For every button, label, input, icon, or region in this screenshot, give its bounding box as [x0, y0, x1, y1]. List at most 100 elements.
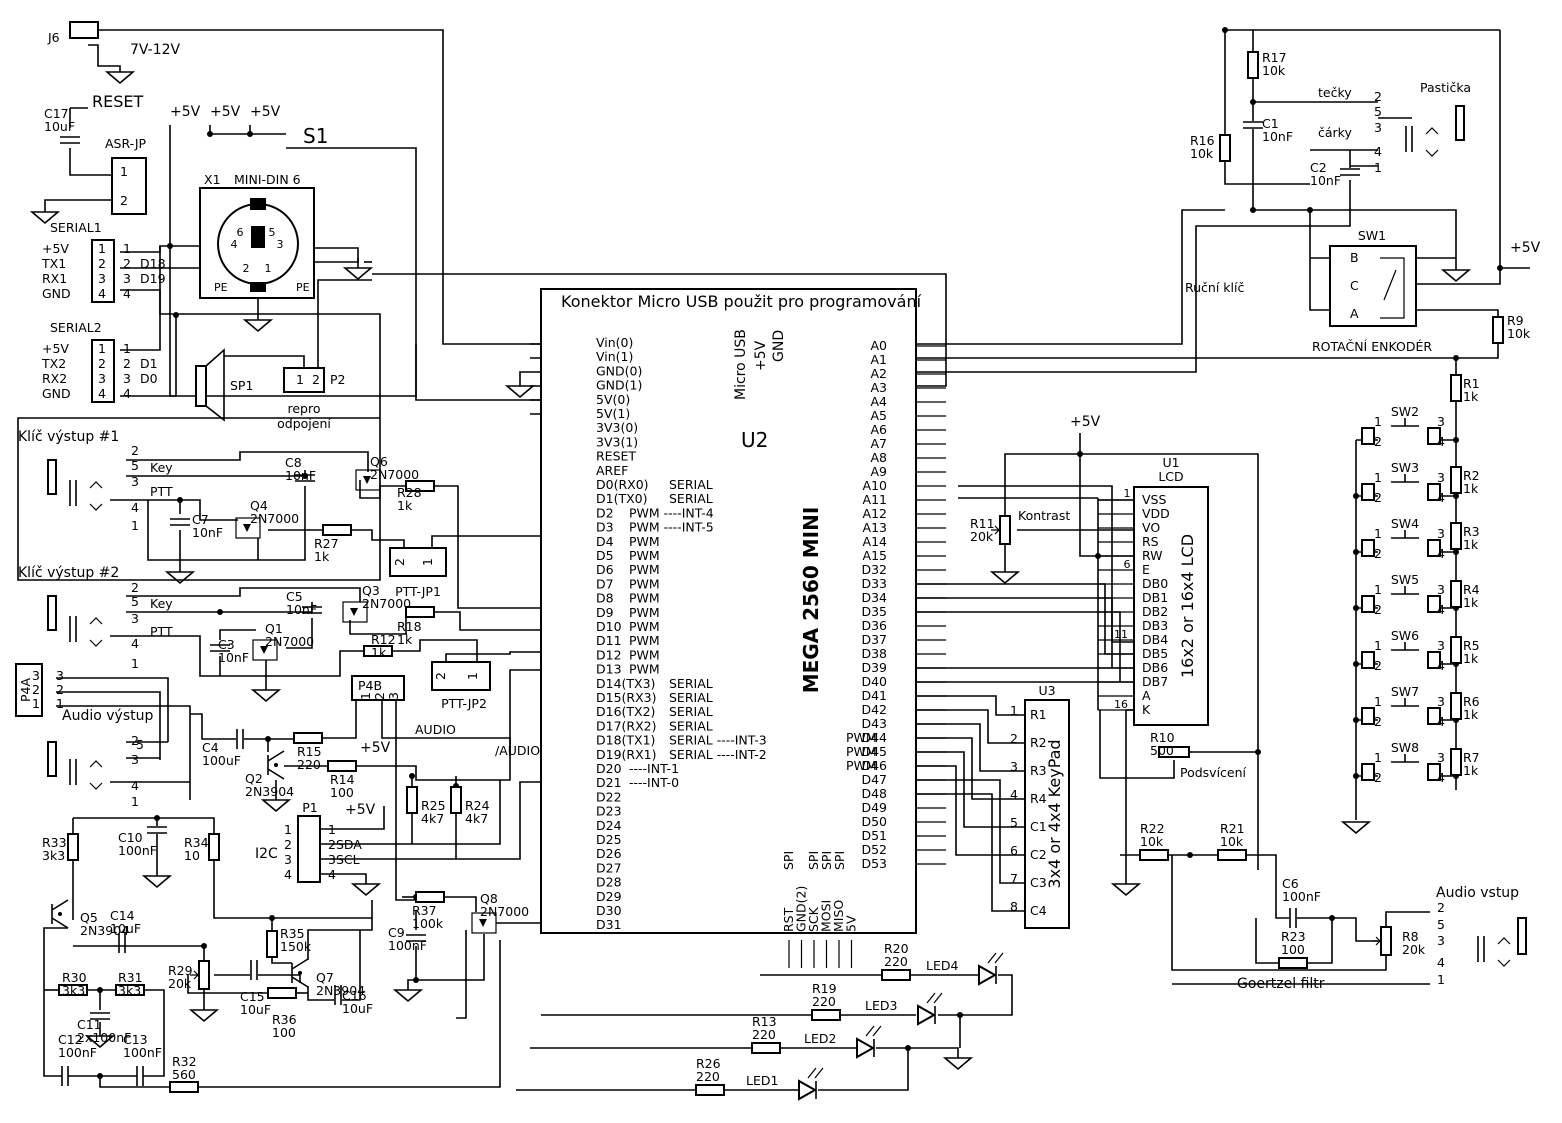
ground-symbol: [350, 883, 382, 897]
bottom-pin-5v: 5V: [844, 915, 859, 932]
speaker-ref: SP1: [230, 378, 253, 393]
c13-ref: C13: [123, 1032, 148, 1047]
plus5-label: +5V: [250, 104, 281, 120]
key1-key-label: Key: [150, 460, 173, 475]
r30-value: 3k3: [62, 983, 85, 998]
board-pin-d16(tx2): D16(TX2): [596, 704, 655, 719]
board-pin-note: PWM: [629, 619, 660, 634]
plus5-label: +5V: [345, 802, 376, 818]
junction-dot: [167, 243, 173, 249]
board-pin-a2: A2: [870, 366, 887, 381]
serial1-signal: +5V: [42, 241, 69, 256]
c11-value: 2x100nF: [77, 1030, 131, 1045]
board-pin-d5: D5: [596, 548, 614, 563]
audio-in-jack-body: [1517, 917, 1527, 955]
encoder-ref: SW1: [1358, 228, 1386, 243]
board-pin-note: ----INT-1: [629, 761, 679, 776]
i2c-pin: 4: [284, 867, 292, 882]
wire: [56, 705, 191, 800]
wire: [126, 587, 361, 602]
light-arrows: [926, 992, 943, 1004]
p4b-pin: 3: [386, 692, 401, 700]
plus5-label: +5V: [170, 104, 201, 120]
lcd-pin-db6: DB6: [1142, 660, 1168, 675]
serial2-pin: 3: [98, 371, 106, 386]
c4-value: 100uF: [202, 753, 241, 768]
board-pin-d30: D30: [596, 903, 622, 918]
board-pin-d17(rx2): D17(RX2): [596, 718, 657, 733]
audio-out-title: Audio výstup: [62, 708, 153, 724]
r9-resistor: [1492, 316, 1504, 344]
board-pin-a3: A3: [870, 380, 887, 395]
q3-ref: Q3: [362, 583, 380, 598]
wire: [1225, 29, 1254, 52]
r31-ref: R31: [118, 970, 143, 985]
sw5-ref: SW5: [1391, 572, 1419, 587]
bottom-pin-miso: MISO: [831, 900, 846, 932]
junction-dot: [1307, 207, 1313, 213]
junction-dot: [154, 815, 160, 821]
junction-dot: [173, 312, 179, 318]
asr-pin: 2: [120, 193, 128, 208]
wire: [73, 945, 205, 961]
r4-resistor: [1450, 580, 1462, 608]
board-pin-d44: D44: [861, 730, 887, 745]
key1-title: Klíč výstup #1: [18, 429, 119, 445]
wire: [456, 930, 467, 1019]
din-pin: 6: [237, 226, 244, 239]
speaker-pin: 1: [296, 372, 304, 387]
switch-pin: 3: [1437, 750, 1445, 765]
lcd-pin-number: 1: [1124, 487, 1131, 500]
wire: [320, 873, 367, 884]
i2c-signal: 1: [328, 822, 336, 837]
ground-symbol: [242, 319, 274, 333]
board-pin-note: PWM ----INT-4: [629, 505, 714, 520]
serial2-dio: D1: [140, 356, 158, 371]
p4b-pin: 1: [358, 692, 373, 700]
keypad-pin-number: 3: [1010, 759, 1018, 774]
wiper-icon: [190, 970, 199, 980]
jack-j6-ref: J6: [47, 30, 60, 45]
r1-resistor: [1450, 374, 1462, 402]
lcd-pin-db0: DB0: [1142, 576, 1168, 591]
din-tab: [250, 198, 266, 210]
pwm-label: PWM: [846, 744, 877, 759]
wire: [916, 597, 1113, 668]
r28-resistor: [405, 480, 435, 492]
board-pin-note: PWM: [629, 633, 660, 648]
board-pin-d40: D40: [861, 674, 887, 689]
serial2-header: [91, 339, 115, 403]
plus5-label: +5V: [210, 104, 241, 120]
switch-pin: 2: [1374, 770, 1382, 785]
r7-ref: R7: [1463, 750, 1480, 765]
audio-in-pin: 4: [1437, 955, 1445, 970]
paddle-pin: 1: [1374, 160, 1382, 175]
r4-value: 1k: [1463, 595, 1479, 610]
ptt-jp1-label: PTT-JP1: [395, 584, 441, 599]
serial1-pin-out: 3: [123, 271, 131, 286]
switch-pin: 1: [1374, 638, 1382, 653]
sw8-pad: [1361, 763, 1375, 781]
board-pin-d35: D35: [861, 604, 887, 619]
switch-pin: 1: [1374, 750, 1382, 765]
junction-dot: [413, 977, 419, 983]
lcd-pin-number: 16: [1114, 698, 1128, 711]
keypad-pin-number: 6: [1010, 843, 1018, 858]
board-pin-note: PWM: [629, 591, 660, 606]
ptt-jp2-connector: [431, 661, 491, 691]
r1-ref: R1: [1463, 376, 1480, 391]
junction-dot: [409, 773, 415, 779]
usb-label: Micro USB: [733, 329, 749, 400]
keypad-ref: U3: [1038, 683, 1055, 698]
serial1-header: [91, 239, 115, 303]
ground-symbol: [141, 875, 173, 889]
wire: [307, 918, 373, 960]
ground-symbol: [942, 1057, 974, 1071]
r11-ref: R11: [970, 516, 995, 531]
junction-dot: [1353, 661, 1359, 667]
spi-label: SPI: [781, 851, 796, 870]
c16-ref: C16: [342, 988, 367, 1003]
switch-pin: 1: [1374, 694, 1382, 709]
board-pin-d25: D25: [596, 832, 622, 847]
keypad-name: 3x4 or 4x4 KeyPad: [1045, 739, 1064, 888]
